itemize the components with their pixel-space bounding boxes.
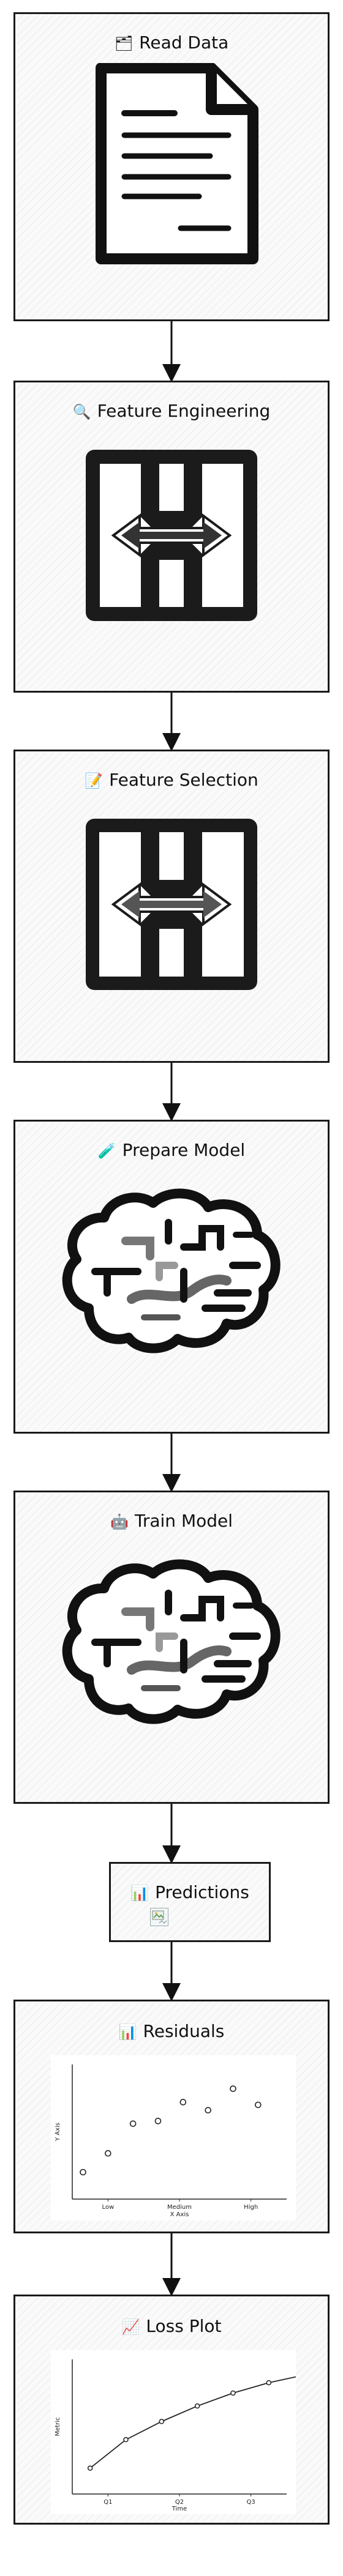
memo-icon: 📝 (85, 772, 104, 789)
node-predictions[interactable]: 📊 Predictions (109, 1862, 271, 1942)
node-title: 📊 Residuals (15, 2021, 328, 2041)
scatter-point (80, 2168, 86, 2176)
x-axis-label: Time (172, 2506, 187, 2512)
transform-icon (86, 819, 257, 990)
series-line (89, 2374, 305, 2469)
node-train-model[interactable]: 🤖 Train Model (13, 1491, 330, 1804)
trend-chart-icon: 📈 (121, 2318, 140, 2336)
x-tick-label: Q2 (175, 2499, 184, 2506)
scatter-point (255, 2101, 262, 2109)
node-title: 🗂 Read Data (15, 32, 328, 53)
line-point (194, 2403, 200, 2409)
node-prepare-model[interactable]: 🧪 Prepare Model (13, 1120, 330, 1434)
bar-chart-icon: 📊 (130, 1885, 149, 1902)
loss-plot: Metric Time Q1 Q2 Q3 (51, 2350, 307, 2514)
magnifier-icon: 🔍 (72, 403, 91, 420)
scatter-point (179, 2099, 187, 2105)
scatter-point (230, 2085, 236, 2092)
node-label: Read Data (139, 32, 229, 53)
scatter-point (129, 2120, 137, 2127)
node-title: 📊 Predictions (111, 1882, 269, 1902)
node-feature-engineering[interactable]: 🔍 Feature Engineering (13, 381, 330, 693)
brain-icon (62, 1559, 281, 1724)
x-tick-label: Low (102, 2204, 114, 2211)
node-feature-selection[interactable]: 📝 Feature Selection (13, 750, 330, 1063)
scatter-point (205, 2107, 211, 2114)
line-point (159, 2419, 165, 2424)
y-axis-label: Y Axis (55, 2123, 61, 2142)
residuals-scatter-chart: Y Axis X Axis Low Medium High (55, 2064, 287, 2218)
transform-icon (86, 450, 257, 621)
node-label: Train Model (134, 1511, 233, 1531)
brain-icon (62, 1188, 281, 1353)
line-point (266, 2380, 272, 2386)
node-label: Prepare Model (122, 1140, 246, 1160)
node-title: 📝 Feature Selection (15, 770, 328, 790)
node-loss-plot[interactable]: 📈 Loss Plot Metric Time Q1 Q2 Q3 (13, 2295, 330, 2525)
x-tick-label: Q3 (247, 2499, 255, 2506)
node-read-data[interactable]: 🗂 Read Data (13, 12, 330, 321)
node-label: Loss Plot (146, 2316, 222, 2336)
node-title: 🔍 Feature Engineering (15, 401, 328, 421)
bar-chart-icon: 📊 (118, 2023, 137, 2041)
node-residuals[interactable]: 📊 Residuals Y Axis X Axis Low Medium High (13, 2000, 330, 2233)
line-point (123, 2436, 129, 2443)
line-point (230, 2390, 236, 2396)
node-label: Predictions (155, 1882, 249, 1902)
node-title: 📈 Loss Plot (15, 2316, 328, 2336)
residuals-plot: Y Axis X Axis Low Medium High (51, 2055, 296, 2220)
node-label: Residuals (143, 2021, 225, 2041)
node-label: Feature Engineering (97, 401, 271, 421)
node-title: 🤖 Train Model (15, 1511, 328, 1531)
loss-line-chart: Metric Time Q1 Q2 Q3 (55, 2359, 307, 2512)
document-icon (96, 63, 258, 264)
robot-icon: 🤖 (110, 1513, 129, 1530)
y-axis-label: Metric (55, 2417, 61, 2436)
x-tick-label: Medium (167, 2204, 192, 2211)
scatter-point (105, 2150, 111, 2157)
node-title: 🧪 Prepare Model (15, 1140, 328, 1160)
x-axis-label: X Axis (170, 2211, 189, 2218)
test-tube-icon: 🧪 (97, 1142, 116, 1160)
line-point (87, 2465, 93, 2471)
x-tick-label: Q1 (104, 2499, 112, 2506)
card-index-icon: 🗂 (114, 35, 134, 52)
scatter-point (154, 2118, 162, 2124)
broken-image-icon (150, 1908, 168, 1926)
x-tick-label: High (244, 2204, 258, 2211)
node-label: Feature Selection (109, 770, 258, 790)
